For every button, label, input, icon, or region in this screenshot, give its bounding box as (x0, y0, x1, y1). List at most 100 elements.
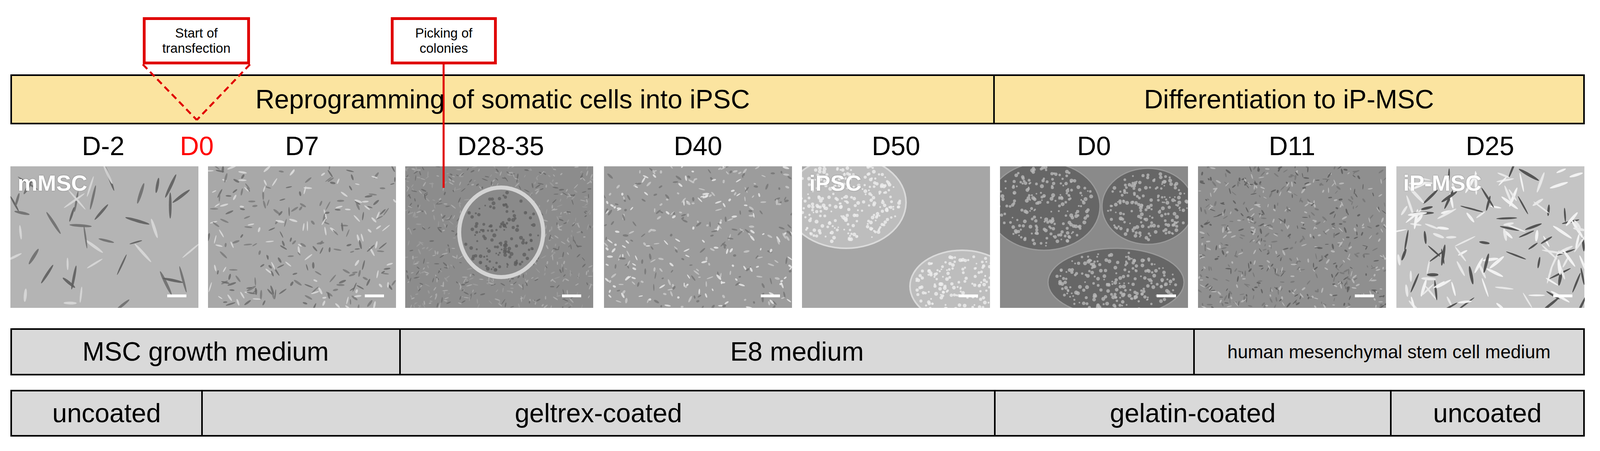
cell-shape (588, 194, 590, 199)
cell-shape (289, 237, 293, 242)
cell-shape (549, 182, 555, 188)
cell-shape (556, 204, 563, 208)
cell-shape (490, 174, 493, 178)
colony-speckle (971, 306, 975, 309)
colony-speckle (818, 166, 822, 171)
cell-shape (538, 204, 541, 208)
cell-shape (458, 172, 465, 177)
cell-shape (572, 236, 574, 242)
colony-speckle (834, 219, 837, 222)
cell-shape (390, 279, 397, 286)
cell-shape (780, 296, 785, 300)
colony-speckle (1079, 192, 1082, 195)
colony-speckle (818, 231, 822, 235)
colony-speckle (812, 228, 816, 232)
cell-shape (394, 177, 396, 183)
colony-speckle (974, 267, 977, 270)
cell-shape (452, 265, 456, 269)
cell-shape (291, 240, 297, 246)
cell-shape (739, 210, 742, 216)
cell-shape (790, 212, 794, 216)
colony-speckle (867, 172, 871, 176)
colony-speckle (842, 160, 847, 164)
colony-speckle (868, 204, 871, 207)
colony-speckle (469, 246, 473, 250)
cell-shape (372, 301, 377, 310)
colony-speckle (957, 303, 962, 308)
cell-shape (225, 210, 234, 216)
cell-shape (376, 270, 380, 279)
cell-shape (98, 237, 115, 244)
cell-shape (735, 178, 742, 183)
cell-shape (232, 239, 240, 245)
cell-shape (608, 280, 612, 283)
cell-shape (464, 281, 470, 285)
colony-speckle (507, 218, 511, 222)
cell-shape (708, 194, 713, 198)
cell-shape (340, 191, 349, 198)
cell-shape (605, 209, 610, 214)
cell-shape (658, 257, 664, 261)
cell-shape (357, 270, 362, 278)
cell-shape (247, 223, 255, 226)
scale-bar (167, 294, 187, 298)
colony-speckle (844, 194, 849, 199)
cell-shape (444, 297, 450, 300)
colony-speckle (845, 166, 850, 170)
cell-shape (407, 240, 410, 246)
cell-shape (486, 282, 490, 285)
cell-shape (552, 168, 557, 171)
cell-shape (622, 254, 624, 258)
cell-shape (366, 299, 374, 308)
cell-shape (573, 189, 578, 194)
cell-shape (404, 209, 409, 212)
colony-speckle (880, 172, 884, 176)
colony-speckle (988, 265, 992, 269)
colony-speckle (812, 211, 815, 214)
colony-speckle (498, 265, 501, 269)
colony-speckle (828, 221, 831, 224)
cell-shape (451, 255, 457, 259)
cell-shape (408, 228, 413, 235)
cell-shape (761, 232, 765, 236)
cell-shape (210, 208, 219, 210)
cell-shape (355, 202, 361, 211)
cell-shape (206, 232, 211, 242)
colony-speckle (957, 281, 961, 284)
colony-speckle (524, 211, 528, 215)
colony-speckle (973, 304, 976, 306)
cell-shape (767, 301, 771, 306)
cell-shape (616, 208, 621, 212)
cell-shape (551, 254, 554, 261)
cell-shape (701, 239, 706, 244)
cell-shape (124, 216, 150, 226)
cell-shape (731, 228, 738, 232)
cell-shape (288, 169, 296, 176)
cell-shape (564, 278, 570, 282)
cell-shape (246, 286, 253, 290)
cell-shape (471, 165, 478, 169)
cell-shape (577, 272, 580, 280)
cell-shape (686, 201, 692, 206)
cell-shape (545, 209, 548, 215)
cell-shape (613, 205, 617, 209)
cell-shape (582, 177, 586, 182)
cell-shape (655, 209, 661, 215)
colony-speckle (831, 225, 834, 228)
colony-speckle (1081, 194, 1083, 197)
cell-shape (709, 247, 716, 252)
cell-shape (333, 248, 342, 252)
colony-speckle (861, 162, 865, 166)
cell-shape (450, 204, 456, 210)
colony-speckle (851, 224, 855, 228)
colony-speckle (933, 284, 937, 288)
colony-speckle (994, 263, 999, 267)
cell-shape (556, 225, 563, 229)
cell-shape (653, 284, 655, 292)
cell-shape (686, 274, 691, 280)
colony-speckle (502, 224, 507, 228)
colony-speckle (480, 262, 482, 264)
cell-shape (717, 167, 722, 171)
cell-shape (406, 227, 410, 230)
colony-speckle (932, 303, 934, 306)
